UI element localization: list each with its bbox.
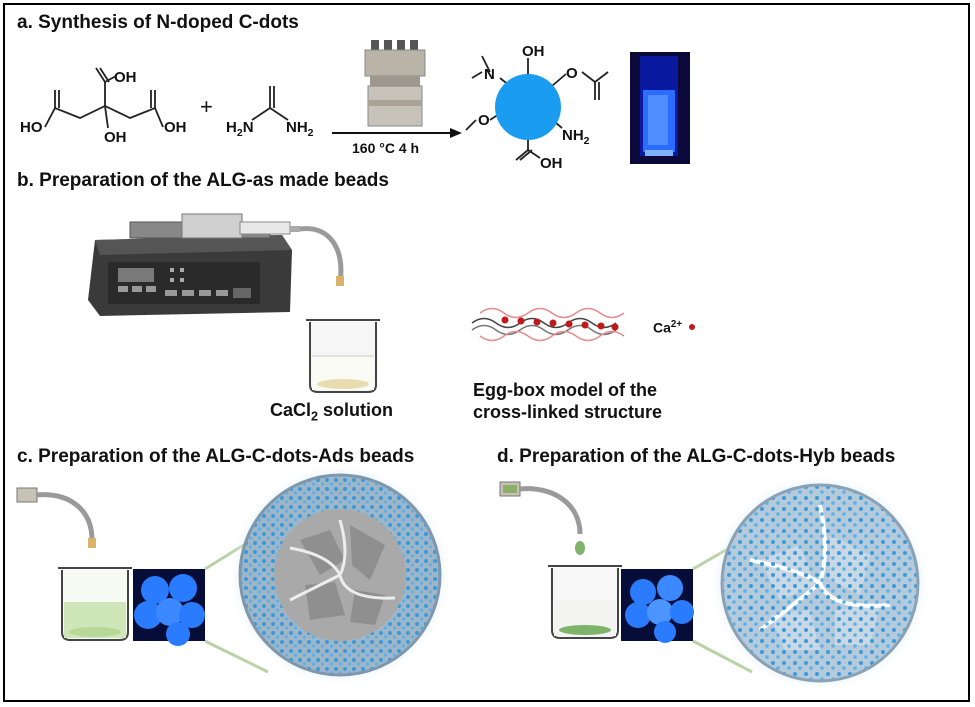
cacl2-text: CaCl bbox=[270, 400, 312, 420]
citric-oh-right-label: OH bbox=[164, 119, 187, 136]
beaker-d-icon bbox=[548, 565, 622, 639]
ca-ion-label: Ca2+ bbox=[653, 320, 682, 335]
cacl2-solution-label: CaCl2 solution bbox=[270, 399, 393, 425]
autoclave-icon bbox=[364, 40, 426, 127]
urea-nh-sub: 2 bbox=[307, 127, 314, 139]
eggbox-caption-line2: cross-linked structure bbox=[473, 402, 663, 422]
section-a-title: a. Synthesis of N-doped C-dots bbox=[17, 12, 299, 33]
syringe-tube bbox=[299, 226, 344, 283]
syringe-pump-icon bbox=[88, 213, 300, 316]
citric-oh-bottom-label: OH bbox=[104, 129, 127, 146]
reaction-condition: 160 °C 4 h bbox=[352, 140, 420, 156]
dropper-tube-c bbox=[16, 487, 96, 548]
cacl2-beaker-icon bbox=[306, 319, 380, 393]
cdot-sphere bbox=[495, 74, 561, 140]
urea-h-sub: 2 bbox=[236, 127, 243, 139]
urea-n-text: N bbox=[242, 119, 254, 136]
cdot-o-right-label: O bbox=[566, 65, 578, 82]
urea-h-text: H bbox=[226, 119, 237, 136]
cdot-oh-bottom-label: OH bbox=[540, 155, 563, 172]
cdot-n-label: N bbox=[484, 66, 495, 83]
urea-h2n-label: H2N bbox=[226, 120, 254, 139]
urea-structure bbox=[251, 86, 289, 121]
section-c-title: c. Preparation of the ALG-C-dots-Ads bea… bbox=[17, 446, 415, 467]
cdot-oh-top-label: OH bbox=[522, 43, 545, 60]
cdot-nh-text: NH bbox=[562, 127, 584, 144]
eggbox-caption-line1: Egg-box model of the bbox=[473, 380, 657, 400]
citric-oh-top-label: OH bbox=[114, 69, 137, 86]
zoom-line-d-bottom bbox=[692, 639, 753, 674]
tube-nozzle bbox=[336, 276, 344, 286]
urea-nh-text: NH bbox=[286, 119, 308, 136]
bead-cross-section-c bbox=[230, 465, 450, 685]
section-d-title: d. Preparation of the ALG-C-dots-Hyb bea… bbox=[497, 446, 896, 467]
eggbox-model-diagram bbox=[471, 307, 625, 342]
citric-ho-left-label: HO bbox=[20, 119, 43, 136]
ca-sup: 2+ bbox=[670, 319, 683, 330]
ca-text: Ca bbox=[653, 319, 671, 336]
fluorescent-cuvette-photo bbox=[630, 52, 690, 164]
reaction-arrow bbox=[332, 128, 462, 138]
fluorescent-beads-photo-d bbox=[621, 569, 694, 643]
figure-frame bbox=[3, 3, 970, 702]
beaker-c-icon bbox=[58, 567, 132, 641]
cacl2-sub: 2 bbox=[311, 409, 319, 424]
zoom-line-c-bottom bbox=[204, 639, 269, 674]
ca-ion-dots bbox=[501, 316, 695, 331]
solution-text: solution bbox=[318, 400, 394, 420]
fluorescent-beads-photo-c bbox=[133, 569, 205, 646]
cdot-o-left-label: O bbox=[478, 112, 490, 129]
section-b-title: b. Preparation of the ALG-as made beads bbox=[17, 170, 389, 191]
cdot-nh2-label: NH2 bbox=[562, 128, 590, 147]
cdot-nh-sub: 2 bbox=[583, 135, 590, 147]
citric-acid-structure bbox=[44, 67, 164, 129]
urea-nh2-label: NH2 bbox=[286, 120, 314, 139]
dropper-tube-d bbox=[499, 481, 585, 555]
bead-cross-section-d bbox=[712, 475, 928, 691]
plus-sign: + bbox=[200, 94, 213, 119]
